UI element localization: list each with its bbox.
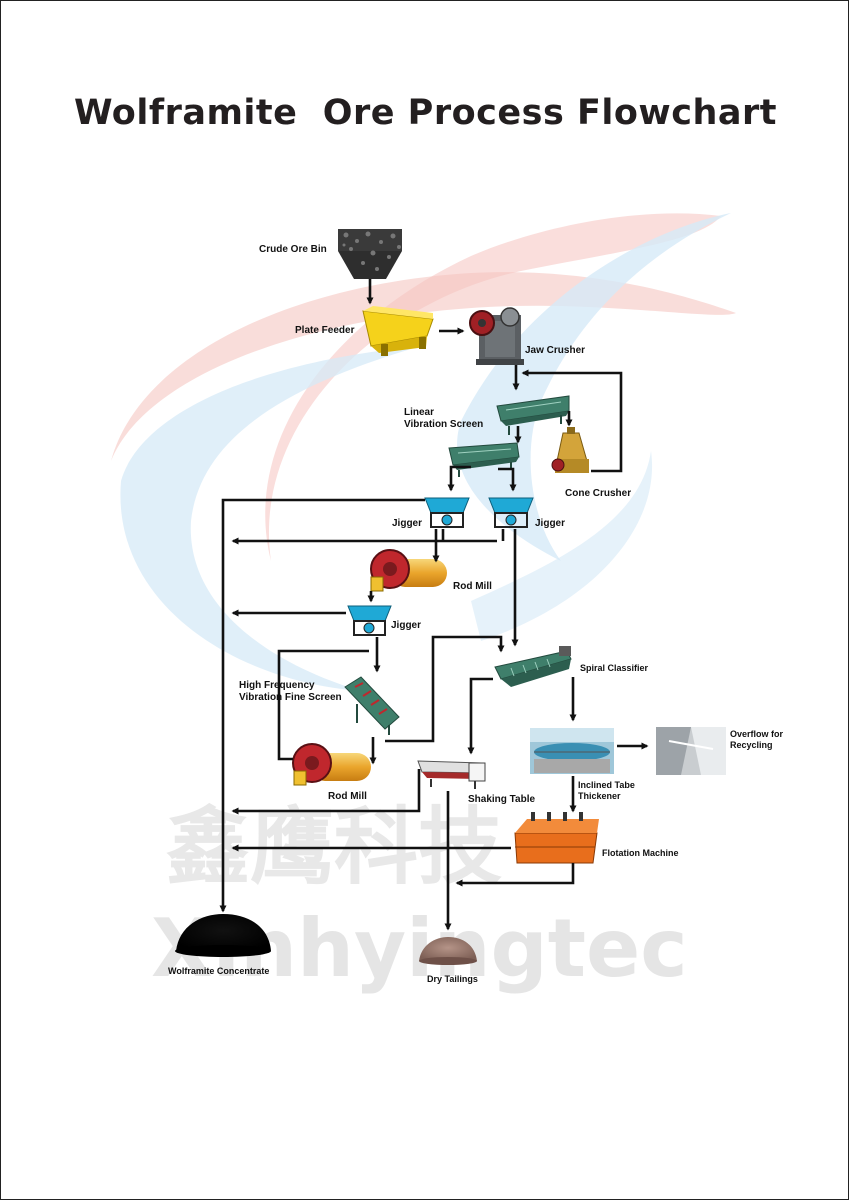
wolframite-concentrate-label: Wolframite Concentrate xyxy=(168,966,269,976)
jigger-left-label: Jigger xyxy=(392,518,422,529)
wolframite-concentrate-icon xyxy=(175,914,271,957)
inclined-tube-thickener-icon xyxy=(530,728,614,774)
flotation-machine-label: Flotation Machine xyxy=(602,848,679,858)
spiral-classifier-icon xyxy=(494,646,572,687)
linear-vibration-screen-label-2: Vibration Screen xyxy=(404,419,483,430)
flotation-machine-icon xyxy=(514,812,599,864)
jaw-crusher-label: Jaw Crusher xyxy=(525,345,585,356)
hf-vibration-fine-screen-icon xyxy=(344,676,400,735)
shaking-table-label: Shaking Table xyxy=(468,794,535,805)
rod-mill-top-label: Rod Mill xyxy=(453,581,492,592)
page-title: Wolframite Ore Process Flowchart xyxy=(73,93,778,133)
plate-feeder-icon xyxy=(362,306,434,356)
jigger-lower-label: Jigger xyxy=(391,620,421,631)
flow-arrows xyxy=(219,279,649,931)
background-swirl-logo xyxy=(111,213,736,691)
linear-vibration-screen-label-1: Linear xyxy=(404,407,434,418)
rod-mill-bottom-label: Rod Mill xyxy=(328,791,367,802)
overflow-label-1: Overflow for xyxy=(730,729,784,739)
rod-mill-top-icon xyxy=(370,549,447,592)
jigger-left-icon xyxy=(424,497,470,528)
linear-vibration-screen-upper-icon xyxy=(496,395,570,435)
overflow-recycling-icon xyxy=(656,727,726,775)
thickener-label-2: Thickener xyxy=(578,791,621,801)
hf-screen-label-1: High Frequency xyxy=(239,680,315,691)
plate-feeder-label: Plate Feeder xyxy=(295,325,355,336)
shaking-table-icon xyxy=(417,760,486,789)
dry-tailings-icon xyxy=(419,937,477,965)
thickener-label-1: Inclined Tabe xyxy=(578,780,635,790)
dry-tailings-label: Dry Tailings xyxy=(427,974,478,984)
cone-crusher-icon xyxy=(551,427,589,473)
hf-screen-label-2: Vibration Fine Screen xyxy=(239,692,342,703)
jigger-right-label: Jigger xyxy=(535,518,565,529)
cone-crusher-label: Cone Crusher xyxy=(565,488,631,499)
jaw-crusher-icon xyxy=(469,307,524,365)
jigger-lower-icon xyxy=(347,605,392,636)
spiral-classifier-label: Spiral Classifier xyxy=(580,663,649,673)
rod-mill-bottom-icon xyxy=(292,743,371,786)
jigger-right-icon xyxy=(488,497,534,528)
crude-ore-bin-icon xyxy=(338,229,402,279)
overflow-label-2: Recycling xyxy=(730,740,773,750)
crude-ore-bin-label: Crude Ore Bin xyxy=(259,244,327,255)
